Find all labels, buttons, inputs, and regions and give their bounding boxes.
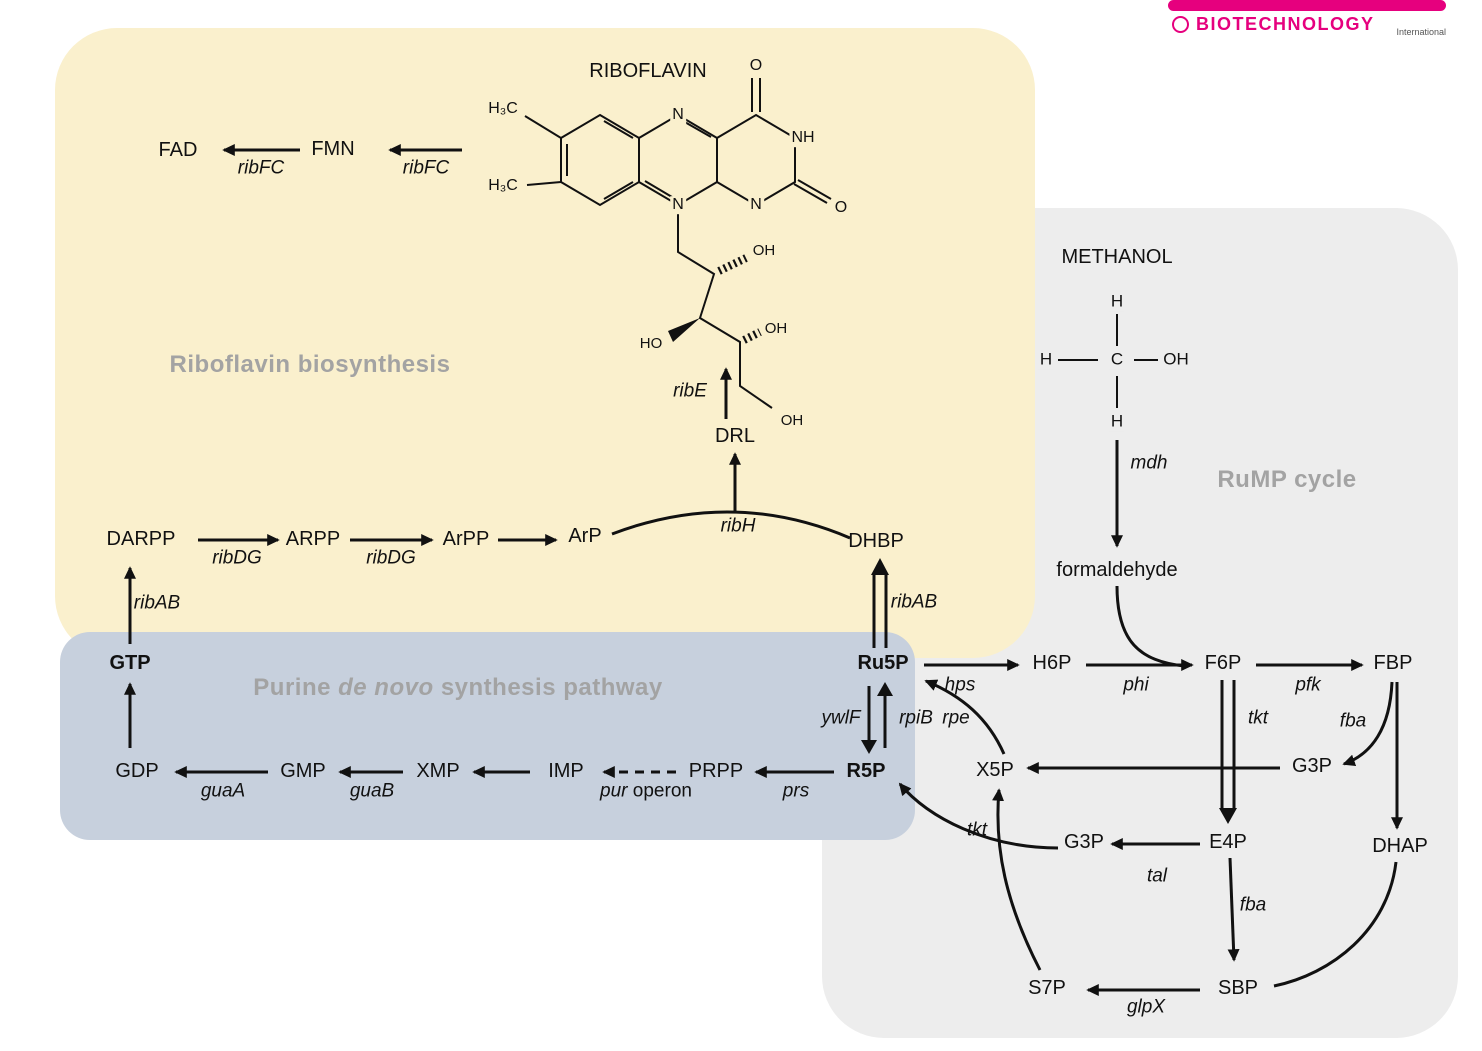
enzyme-ribab-left: ribAB	[133, 592, 181, 614]
metabolite-x5p: X5P	[976, 759, 1014, 781]
metabolite-prpp: PRPP	[688, 760, 744, 782]
enzyme-tal: tal	[1146, 865, 1168, 887]
metabolite-dhap: DHAP	[1372, 835, 1428, 857]
enzyme-ywlf: ywlF	[821, 707, 861, 729]
atom-o-right: O	[832, 199, 850, 217]
purine-title-italic: de novo	[338, 673, 434, 701]
purine-synthesis-region	[60, 632, 915, 840]
metabolite-f6p: F6P	[1204, 652, 1242, 674]
logo-circle-icon	[1172, 16, 1189, 33]
atom-nh: NH	[789, 129, 817, 147]
enzyme-tkt-lower: tkt	[966, 819, 988, 841]
metabolite-g3p-right: G3P	[1291, 755, 1333, 777]
atom-n-top: N	[670, 106, 686, 124]
riboflavin-region-title: Riboflavin biosynthesis	[169, 350, 451, 378]
metabolite-riboflavin-header: RIBOFLAVIN	[589, 60, 707, 82]
atom-n-right: N	[748, 196, 764, 214]
purine-region-title: Purine de novo synthesis pathway	[253, 673, 663, 701]
metabolite-fmn: FMN	[311, 138, 355, 160]
metabolite-dhbp: DHBP	[848, 530, 904, 552]
enzyme-fba-upper: fba	[1339, 710, 1367, 732]
logo-bar	[1168, 0, 1446, 11]
metabolite-gtp: GTP	[109, 652, 151, 674]
metabolite-gdp: GDP	[115, 760, 159, 782]
enzyme-ribdg-1: ribDG	[212, 547, 262, 569]
journal-logo: BIOTECHNOLOGY International	[1168, 0, 1446, 37]
enzyme-rpib: rpiB	[899, 707, 933, 729]
atom-n-bottom: N	[670, 196, 686, 214]
metabolite-e4p: E4P	[1209, 831, 1247, 853]
metabolite-arpp: ARPP	[285, 528, 341, 550]
metabolite-xmp: XMP	[416, 760, 460, 782]
logo-title: BIOTECHNOLOGY	[1196, 14, 1375, 34]
enzyme-ribh: ribH	[720, 515, 756, 537]
purine-title-pre: Purine	[253, 673, 339, 701]
enzyme-mdh: mdh	[1130, 452, 1168, 474]
metabolite-ru5p: Ru5P	[857, 652, 909, 674]
enzyme-ribab-right: ribAB	[890, 591, 938, 613]
enzyme-glpx: glpX	[1126, 996, 1166, 1018]
enzyme-ribfc-2: ribFC	[402, 157, 450, 179]
metabolite-g3p-lower: G3P	[1063, 831, 1105, 853]
metabolite-methanol: METHANOL	[1061, 246, 1173, 268]
enzyme-fba-lower: fba	[1239, 894, 1267, 916]
atom-oh-c4: OH	[763, 319, 789, 338]
pur-operon-italic: pur	[600, 780, 628, 802]
enzyme-ribe: ribE	[673, 380, 707, 402]
metabolite-gmp: GMP	[280, 760, 326, 782]
enzyme-guab: guaB	[349, 780, 395, 802]
atom-h3c-top: H₃C	[486, 100, 520, 118]
rump-region-title: RuMP cycle	[1217, 465, 1357, 493]
atom-methanol-c: C	[1108, 349, 1126, 370]
enzyme-rpe: rpe	[942, 707, 970, 729]
metabolite-formaldehyde: formaldehyde	[1056, 559, 1178, 581]
enzyme-guaa: guaA	[200, 780, 246, 802]
atom-ho-c3: HO	[638, 334, 664, 353]
metabolite-drl: DRL	[714, 425, 756, 447]
enzyme-ribdg-2: ribDG	[366, 547, 416, 569]
atom-oh-c5: OH	[779, 411, 805, 430]
riboflavin-biosynthesis-region	[55, 28, 1035, 658]
enzyme-pur-operon: pur operon	[600, 780, 692, 803]
metabolite-r5p: R5P	[846, 760, 886, 782]
metabolite-sbp: SBP	[1217, 977, 1259, 999]
purine-title-post: synthesis pathway	[433, 673, 663, 701]
atom-methanol-oh: OH	[1161, 349, 1191, 370]
metabolite-arpp2: ArPP	[442, 528, 490, 550]
logo-subtitle: International	[1396, 27, 1446, 37]
atom-o-top: O	[747, 57, 765, 75]
enzyme-phi: phi	[1123, 674, 1149, 696]
atom-oh-c2: OH	[751, 241, 777, 260]
metabolite-s7p: S7P	[1028, 977, 1066, 999]
atom-h3c-bottom: H₃C	[486, 177, 520, 195]
enzyme-ribfc-1: ribFC	[237, 157, 285, 179]
metabolite-darpp: DARPP	[106, 528, 176, 550]
enzyme-pfk: pfk	[1295, 674, 1321, 696]
metabolite-imp: IMP	[548, 760, 584, 782]
metabolite-fbp: FBP	[1373, 652, 1413, 674]
enzyme-tkt-upper: tkt	[1247, 707, 1269, 729]
enzyme-hps: hps	[944, 674, 976, 696]
metabolite-h6p: H6P	[1032, 652, 1072, 674]
metabolite-arp: ArP	[568, 525, 602, 547]
metabolite-fad: FAD	[158, 139, 198, 161]
atom-methanol-h-top: H	[1108, 291, 1126, 312]
atom-methanol-h-bottom: H	[1108, 411, 1126, 432]
atom-methanol-h-left: H	[1037, 349, 1055, 370]
pur-operon-rest: operon	[627, 780, 692, 802]
enzyme-prs: prs	[782, 780, 810, 802]
